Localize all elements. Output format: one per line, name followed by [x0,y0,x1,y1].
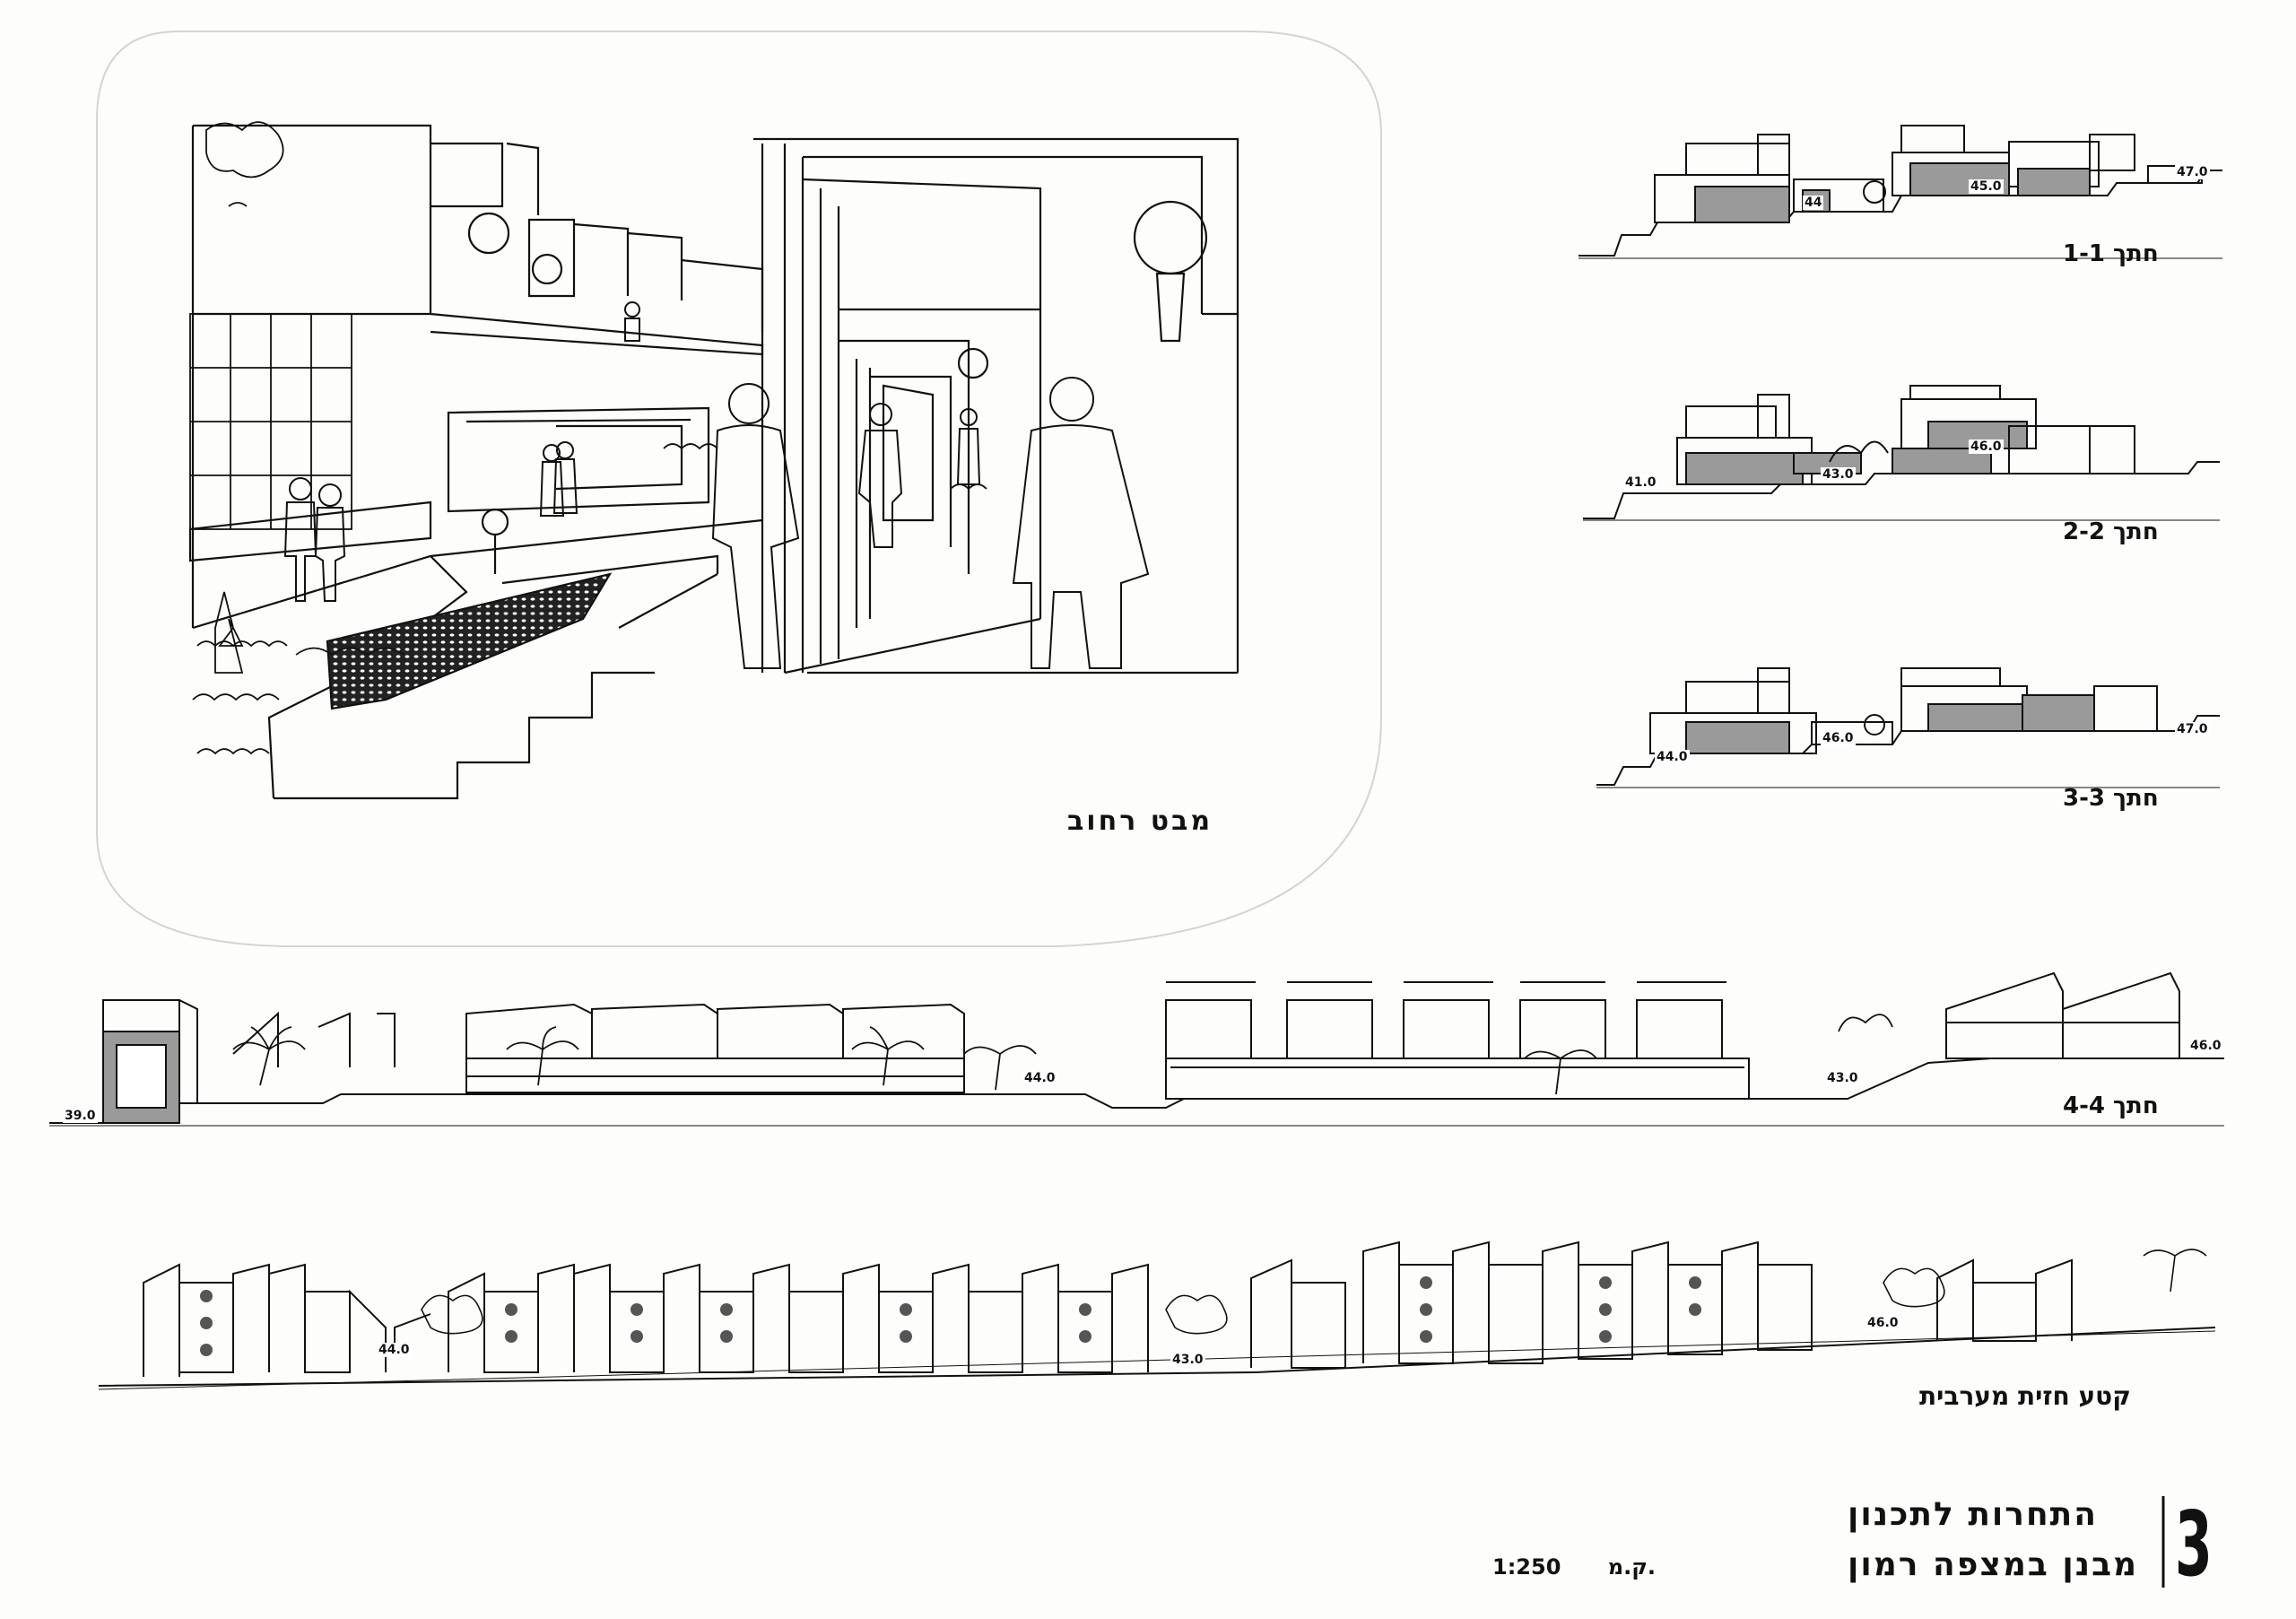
level-marker: 46.0 [1821,731,1856,745]
section-2-2-drawing [1583,385,2220,521]
level-marker: 43.0 [1825,1071,1860,1085]
west-facade-title: קטע חזית מערבית [1919,1381,2131,1411]
level-marker: 39.0 [63,1109,98,1123]
level-marker: 44.0 [377,1343,412,1357]
level-marker: 47.0 [2175,722,2210,736]
level-marker: 44.0 [1655,750,1690,764]
section-1-1-title: חתך 1-1 [2063,240,2159,267]
facade-blocks-2 [448,1263,1149,1373]
level-marker: 43.0 [1170,1353,1205,1367]
west-facade-drawing [98,1240,2216,1390]
sheet-number: 3 [2175,1492,2213,1597]
section-4-4-drawing [49,971,2224,1127]
project-title: מבנן במצפה רמון [1848,1546,2139,1583]
scale-label: ק.מ. [1607,1554,1657,1580]
section-3-3-title: חתך 3-3 [2063,785,2159,812]
scale-value: 1:250 [1492,1554,1561,1580]
facade-blocks-3 [1250,1240,2073,1369]
level-marker: 43.0 [1821,467,1856,482]
section-4-4-title: חתך 4-4 [2063,1092,2159,1119]
level-marker: 46.0 [2188,1039,2223,1053]
street-perspective-sketch [188,121,1239,800]
level-marker: 45.0 [1969,179,2004,194]
level-marker: 41.0 [1623,475,1658,490]
level-marker: 44.0 [1022,1071,1057,1085]
facade-round-windows [200,1276,1701,1356]
scale-note: 1:250 ק.מ. [1453,1554,1656,1580]
competition-title: התחרות לתכנון [1848,1496,2099,1533]
level-marker: 47.0 [2175,165,2210,179]
street-view-title: מבט רחוב [1067,805,1213,837]
level-marker: 46.0 [1969,440,2004,454]
section-2-2-title: חתך 2-2 [2063,518,2159,545]
facade-blocks [143,1263,431,1377]
section-3-3-drawing [1596,667,2220,788]
level-marker: 44 [1803,196,1824,210]
section-1-1-drawing [1578,125,2222,259]
street-view-frame [96,30,1382,947]
level-marker: 46.0 [1866,1316,1900,1330]
